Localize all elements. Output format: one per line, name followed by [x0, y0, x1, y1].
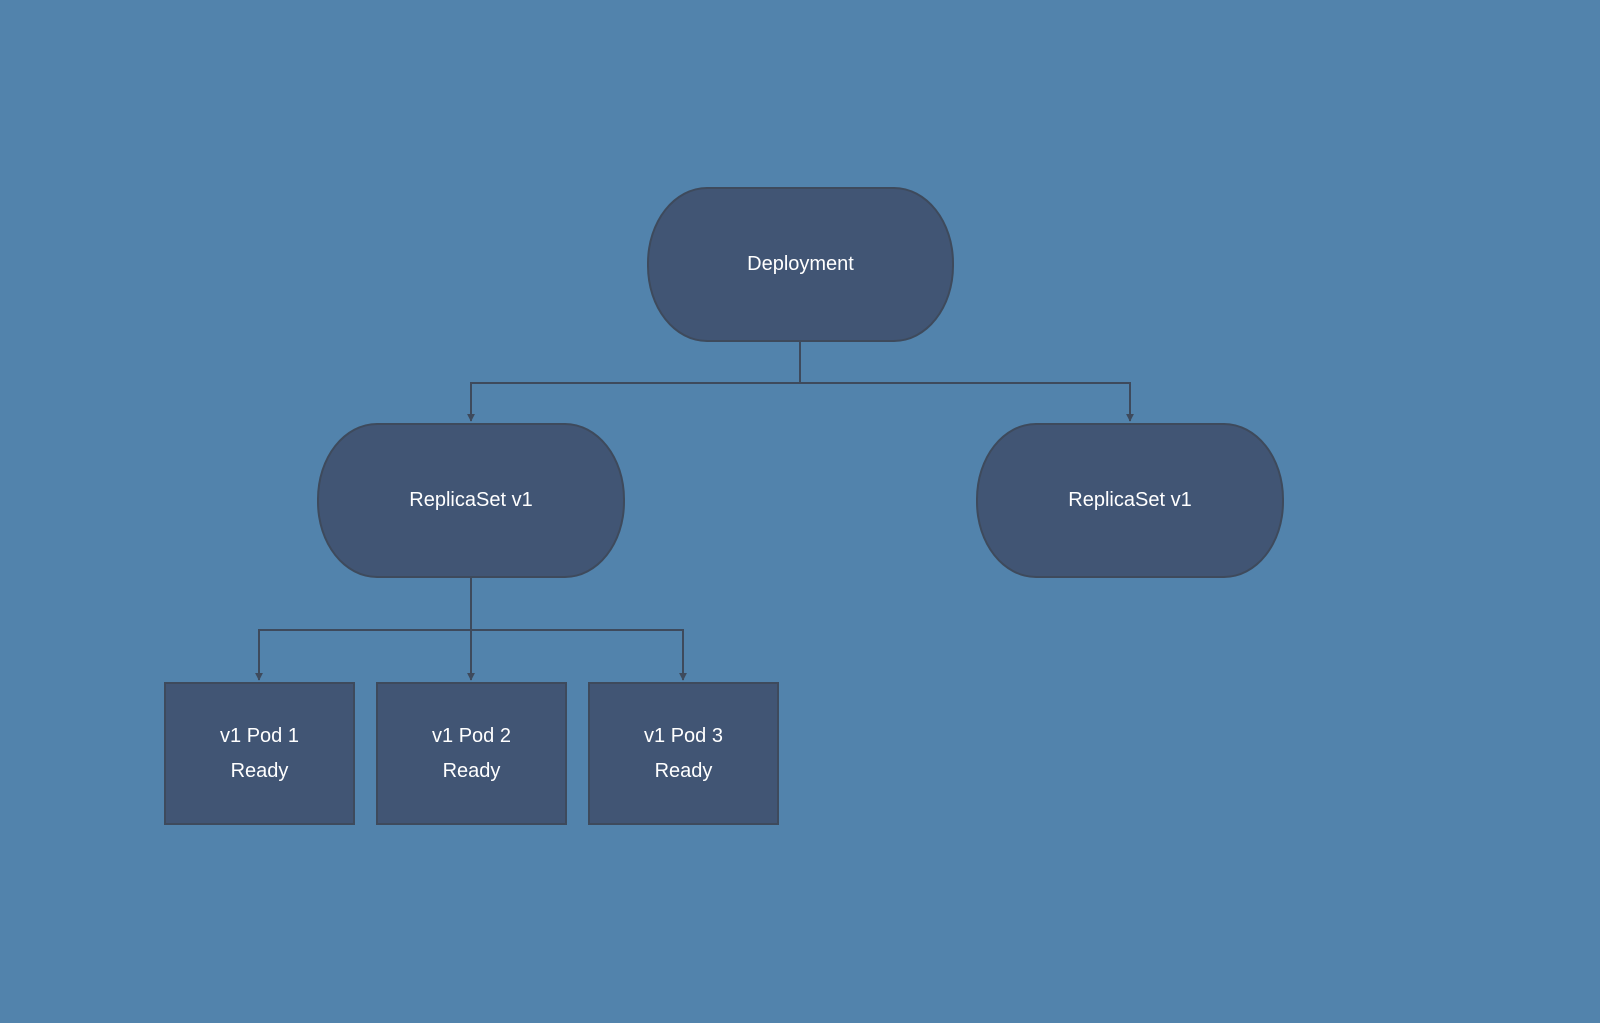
- pod-status-3: Ready: [654, 759, 713, 782]
- deployment-label: Deployment: [747, 253, 854, 275]
- pod-node-2: v1 Pod 2 Ready: [376, 682, 567, 825]
- replicaset-label-2: ReplicaSet v1: [1068, 489, 1192, 511]
- pod-name-3: v1 Pod 3: [644, 724, 723, 747]
- replicaset-node-2: ReplicaSet v1: [976, 423, 1284, 578]
- edge-replicaset-to-pod-1: [255, 577, 472, 681]
- deployment-node: Deployment: [647, 187, 954, 342]
- pod-node-1: v1 Pod 1 Ready: [164, 682, 355, 825]
- edge-replicaset-to-pod-3: [471, 629, 687, 681]
- pod-name-1: v1 Pod 1: [220, 724, 299, 747]
- edge-deployment-to-replicaset-2: [799, 342, 1134, 422]
- pod-name-2: v1 Pod 2: [432, 724, 511, 747]
- replicaset-node-1: ReplicaSet v1: [317, 423, 625, 578]
- pod-node-3: v1 Pod 3 Ready: [588, 682, 779, 825]
- pod-status-2: Ready: [442, 759, 501, 782]
- pod-status-1: Ready: [230, 759, 289, 782]
- edge-deployment-to-replicaset-1: [467, 342, 801, 422]
- replicaset-label-1: ReplicaSet v1: [409, 489, 533, 511]
